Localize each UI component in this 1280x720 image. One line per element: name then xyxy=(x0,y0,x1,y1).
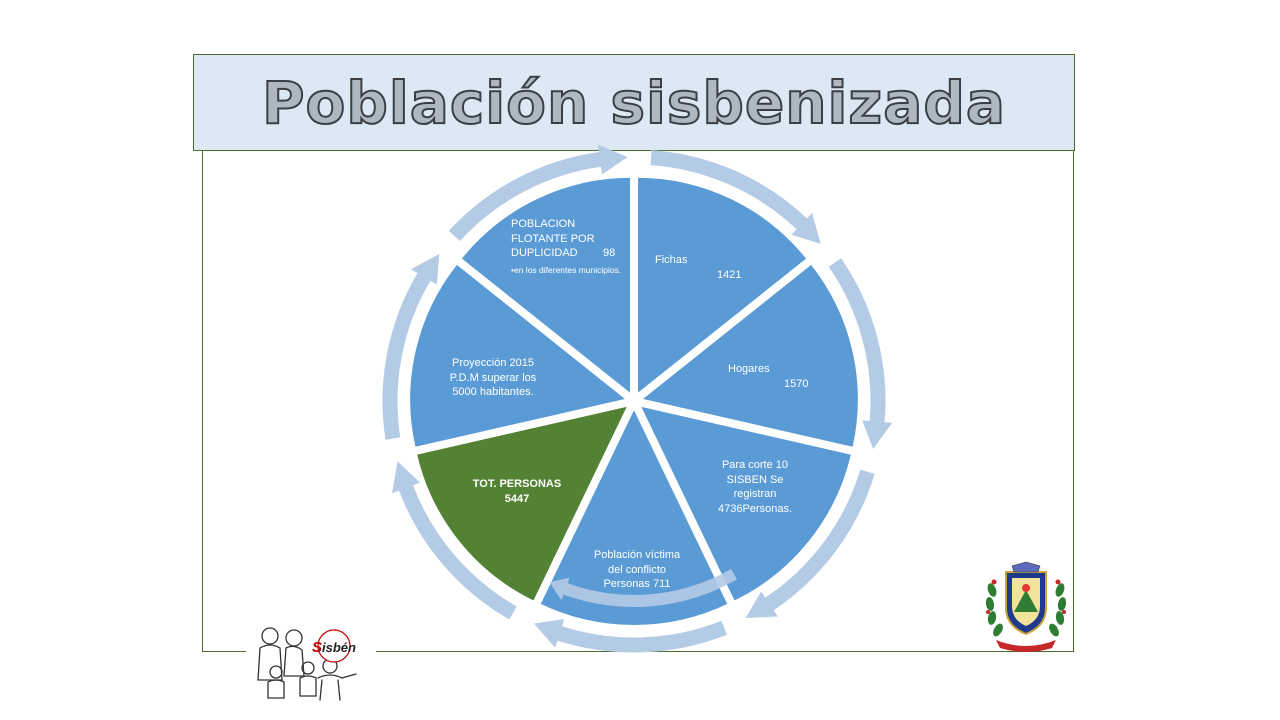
arrow-flotante xyxy=(448,144,628,242)
label-flotante: POBLACION FLOTANTE POR DUPLICIDAD 98 •en… xyxy=(511,217,626,276)
slice-proyeccion xyxy=(408,262,630,450)
arrow-victima xyxy=(533,619,728,653)
arrow-inner-victima xyxy=(549,569,737,607)
flotante-bullet: •en los diferentes municipios. xyxy=(511,265,626,276)
svg-text:isbén: isbén xyxy=(322,640,356,655)
page-title: Población sisbenizada xyxy=(261,68,1006,138)
flotante-value: 98 xyxy=(603,247,616,259)
pie-slices xyxy=(408,175,860,627)
flotante-line-2: FLOTANTE POR xyxy=(511,232,595,245)
slice-victima xyxy=(538,405,730,627)
arrow-fichas xyxy=(650,150,821,244)
bullet-icon: • xyxy=(511,264,514,275)
victima-line-2: del conflicto xyxy=(607,563,667,576)
label-corte: Para corte 10 SISBEN Se registran 4736Pe… xyxy=(700,458,810,516)
fichas-value: 1421 xyxy=(717,268,742,281)
label-proyeccion: Proyección 2015 P.D.M superar los 5000 h… xyxy=(433,356,553,400)
arrow-total xyxy=(391,461,517,620)
hogares-label: Hogares xyxy=(728,363,770,375)
cycle-arrows xyxy=(382,144,893,653)
arrow-hogares xyxy=(828,258,893,450)
slice-hogares xyxy=(638,262,860,450)
proyeccion-line-2: P.D.M superar los xyxy=(449,371,537,384)
title-bar: Población sisbenizada xyxy=(193,54,1075,151)
hogares-value: 1570 xyxy=(784,377,809,390)
flotante-line-1: POBLACION xyxy=(511,218,576,230)
total-label: TOT. PERSONAS xyxy=(472,478,562,490)
flotante-line-3: DUPLICIDAD xyxy=(511,247,578,259)
arrow-proyeccion xyxy=(382,253,440,440)
label-total: TOT. PERSONAS 5447 xyxy=(457,477,577,506)
corte-line-2: SISBEN Se xyxy=(726,473,784,486)
fichas-label: Fichas xyxy=(655,254,688,266)
corte-line-1: Para corte 10 xyxy=(721,459,789,471)
corte-line-4: 4736Personas. xyxy=(718,502,792,515)
corte-line-3: registran xyxy=(733,488,777,500)
municipal-crest-icon xyxy=(982,560,1070,652)
arrow-corte xyxy=(745,469,875,618)
flotante-bullet-text: en los diferentes municipios. xyxy=(513,264,622,275)
proyeccion-line-3: 5000 habitantes. xyxy=(452,386,534,398)
label-hogares: Hogares 1570 xyxy=(728,362,828,391)
slice-fichas xyxy=(636,175,809,397)
sisben-wordmark: S xyxy=(312,639,322,656)
slice-total xyxy=(414,403,631,604)
total-value: 5447 xyxy=(504,492,530,505)
slice-flotante xyxy=(459,175,632,397)
slice-corte xyxy=(637,403,854,604)
label-fichas: Fichas 1421 xyxy=(655,253,765,282)
proyeccion-line-1: Proyección 2015 xyxy=(452,357,534,369)
sisben-family-icon: S isbén xyxy=(257,627,357,701)
label-victima: Población víctima del conflicto Personas… xyxy=(577,548,697,592)
victima-line-3: Personas 711 xyxy=(603,578,671,590)
victima-line-1: Población víctima xyxy=(593,549,681,561)
sisben-logo: S isbén xyxy=(246,622,376,706)
